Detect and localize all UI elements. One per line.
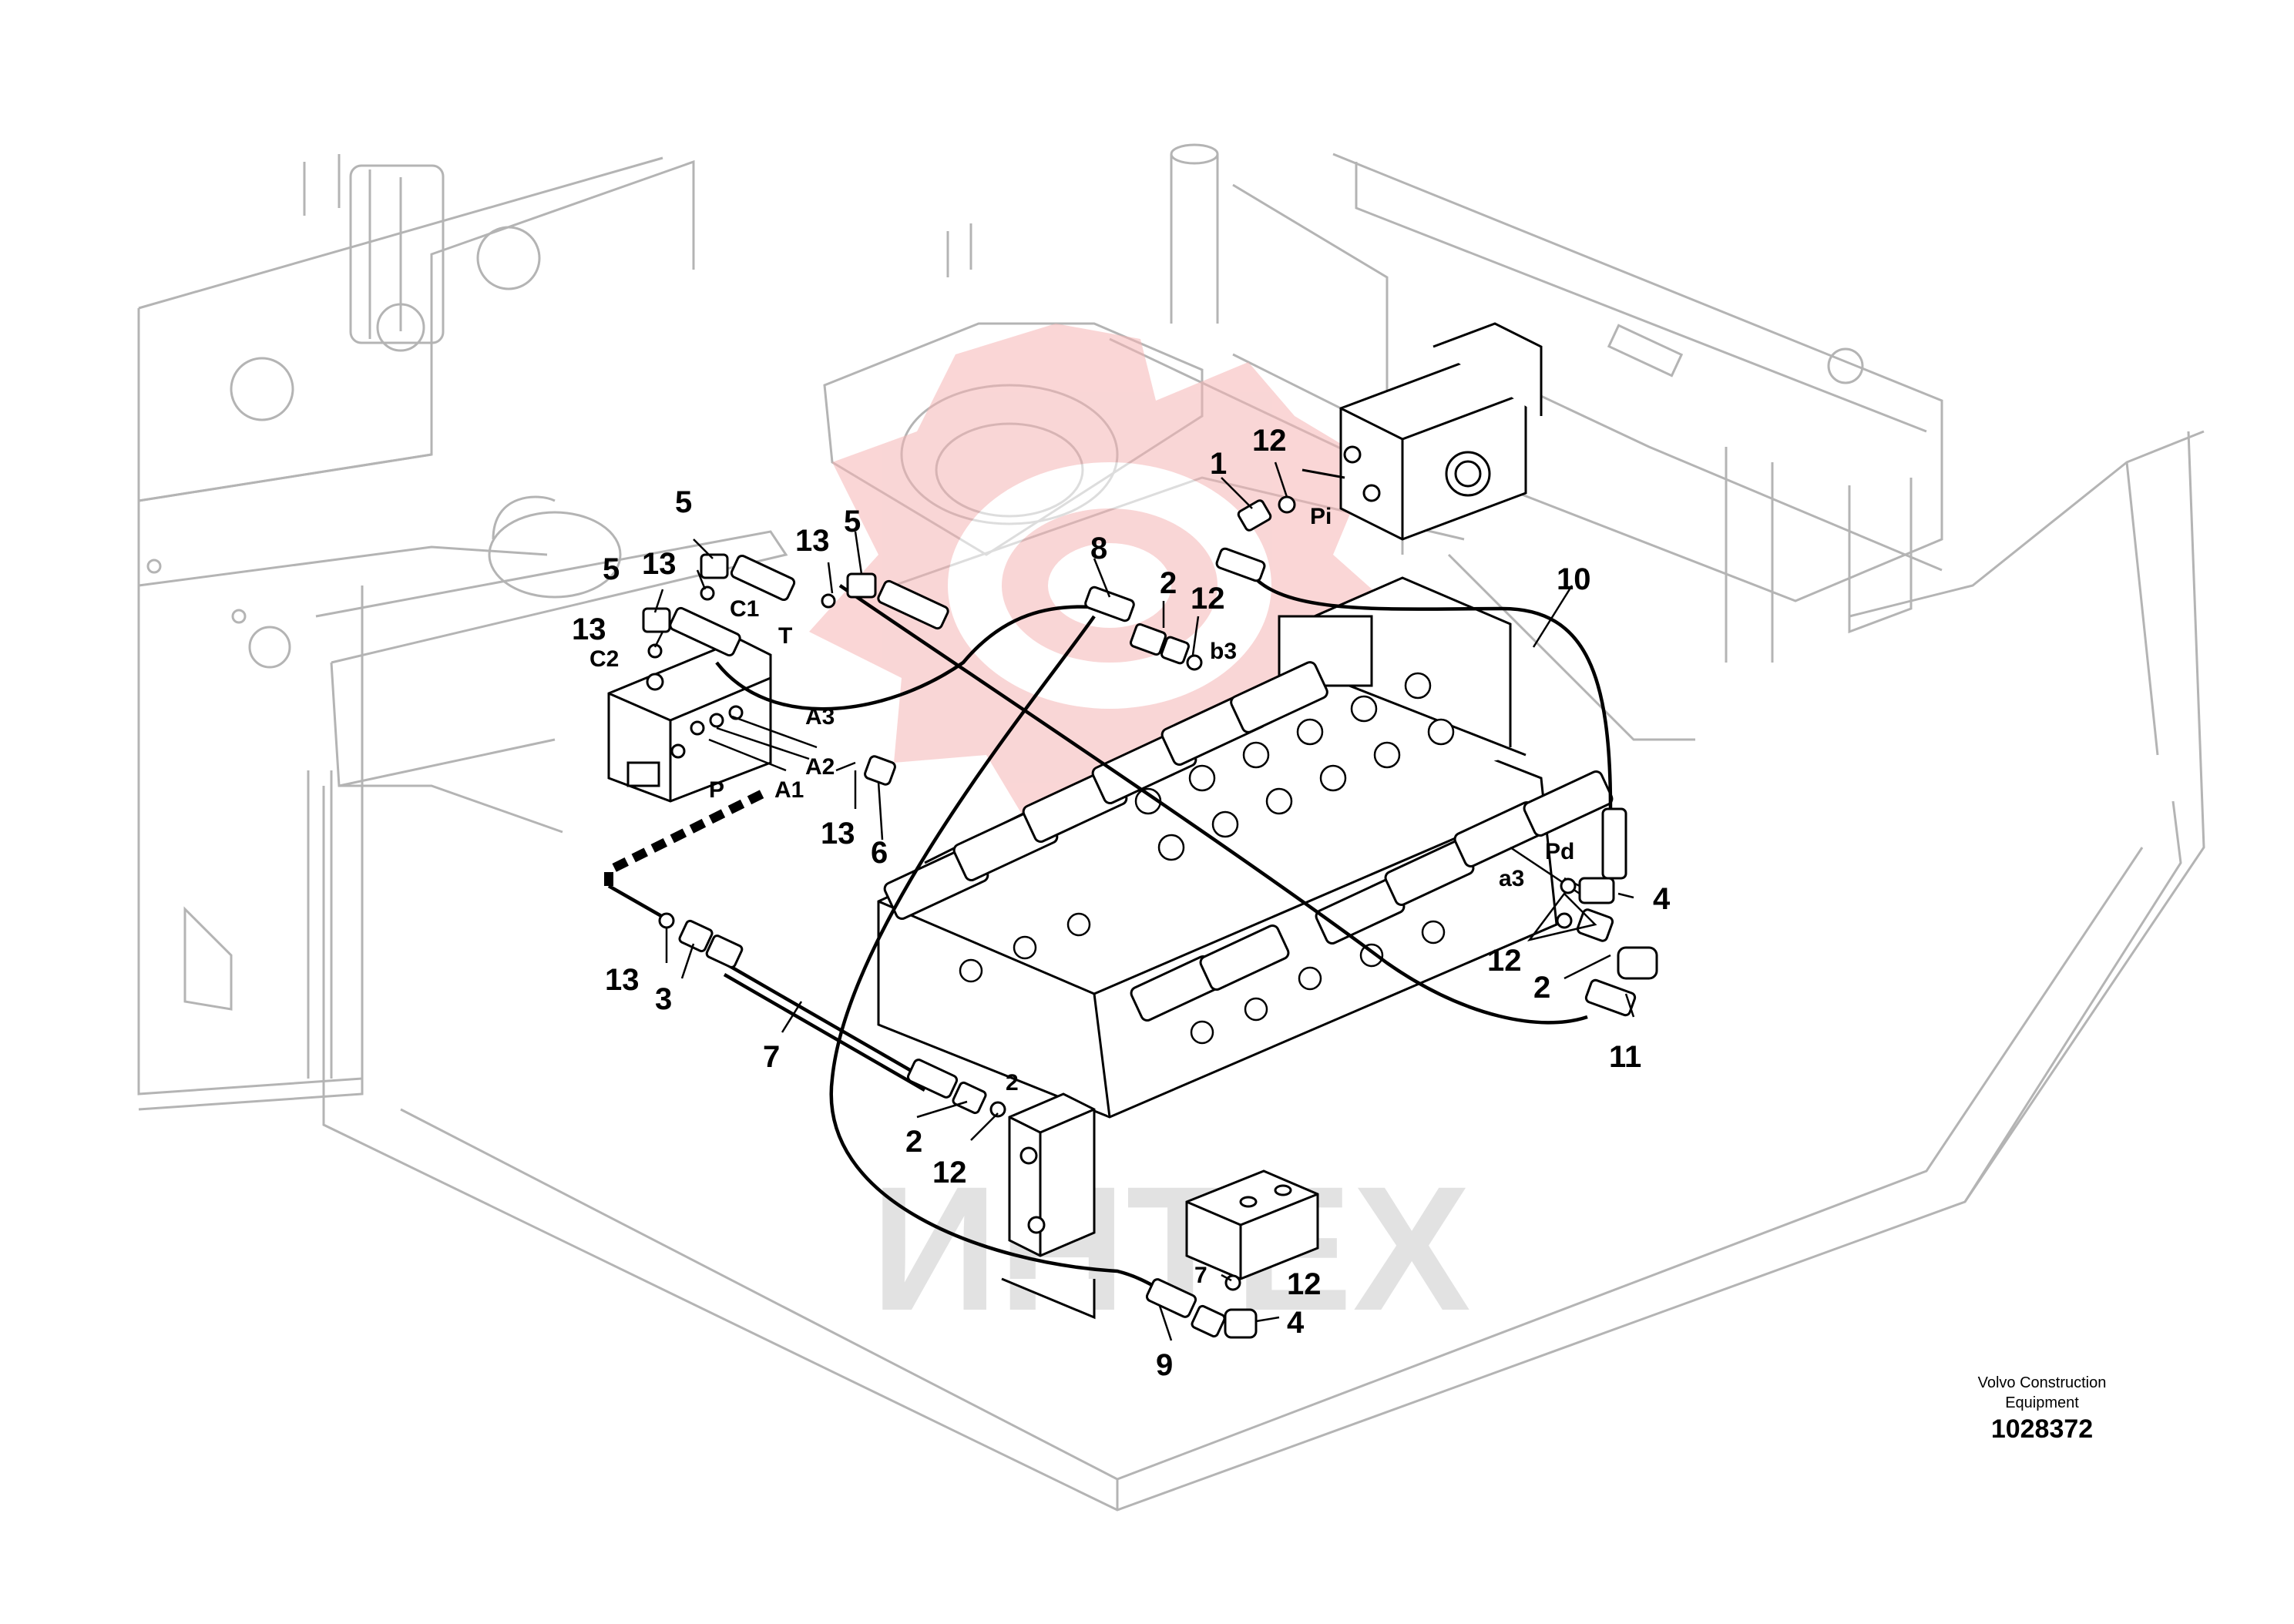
callout-2a: 2 [1160,566,1177,600]
callout-11: 11 [1609,1040,1641,1074]
callout-3: 3 [655,982,672,1016]
pressure-line-end [607,884,664,918]
company-name-line-2: Equipment [2005,1394,2079,1411]
hose-8 [715,605,1110,711]
callout-12d: 12 [932,1156,967,1189]
pilot-valve [1302,322,1543,541]
callout-5a: 5 [675,485,692,519]
valve-ports [959,672,1455,1045]
port-c1: C1 [730,596,759,622]
port-b3: b3 [1210,639,1237,664]
callout-12b: 12 [1191,582,1225,616]
callout-1: 1 [1210,447,1227,481]
port-a3: A3 [805,704,835,730]
pressure-line [604,789,765,886]
leader-lines [653,461,1635,1341]
callout-12c: 12 [1487,944,1522,978]
callout-10: 10 [1557,562,1591,596]
distribution-block [607,638,772,803]
callout-8: 8 [1090,532,1107,565]
hose-10 [1247,569,1613,810]
callout-5b: 5 [603,552,620,586]
callout-13b: 13 [572,612,606,646]
hose-9 [829,615,1187,1304]
port-pi: Pi [1310,504,1332,529]
hose-7b [723,973,926,1092]
fittings [642,495,1658,1339]
port-a1: A1 [774,777,804,803]
callout-2c: 2 [905,1125,922,1159]
port-a2: A2 [805,754,835,780]
watermark-text: ИНТЕХ [871,1149,1471,1347]
drawing-number: 1028372 [1990,1414,2094,1444]
callout-12a: 12 [1252,424,1287,458]
callout-7: 7 [763,1040,780,1074]
callout-4b: 4 [1287,1306,1305,1340]
callout-13a: 13 [642,547,677,581]
callout-13c: 13 [795,524,830,558]
port-pd: Pd [1545,839,1574,864]
company-name-line-1: Volvo Construction [1977,1374,2107,1391]
port-a3-lower: a3 [1499,866,1524,891]
hose-11 [838,584,1588,1025]
port-p: P [709,777,724,803]
port-2: 2 [1006,1070,1019,1096]
callout-5c: 5 [844,505,861,539]
callout-13e: 13 [605,963,640,997]
callout-4a: 4 [1653,882,1671,916]
port-t: T [778,623,792,649]
callout-2b: 2 [1533,971,1550,1005]
port-c2: C2 [589,646,619,672]
port-labels: Pi C1 C2 T b3 A3 A2 A1 P Pd a3 2 7 [589,504,1574,1288]
callout-9: 9 [1156,1348,1173,1382]
hose-7 [723,961,926,1080]
callout-12e: 12 [1287,1267,1322,1301]
mounting-brackets [1001,1092,1319,1320]
callout-13d: 13 [821,817,855,851]
callout-labels: 1 12 5 13 5 13 13 5 8 2 12 10 13 6 4 12 … [572,424,1671,1382]
callout-6: 6 [871,836,888,870]
port-7: 7 [1194,1263,1207,1288]
main-control-valve [877,576,1614,1119]
company-name: Volvo Construction Equipment [1926,1373,2158,1413]
